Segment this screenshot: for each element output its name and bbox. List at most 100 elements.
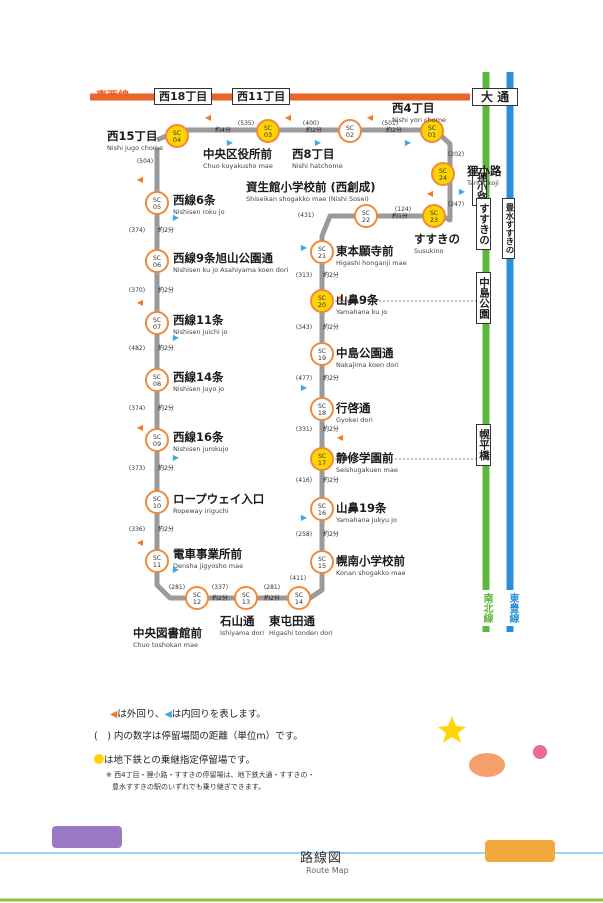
direction-arrow-icon: ◀ <box>137 298 144 307</box>
station-code: 14 <box>295 598 303 606</box>
station-marker <box>354 204 378 228</box>
station-code: 19 <box>318 354 326 362</box>
travel-time-label: 約2分 <box>158 404 174 412</box>
station-code: SC <box>153 374 161 381</box>
station-code: 21 <box>318 252 326 260</box>
distance-label: (124) <box>395 206 411 213</box>
direction-arrow-icon: ▶ <box>301 243 308 252</box>
station-marker <box>234 586 258 610</box>
station-romaji: Nishi hatchome <box>292 161 343 170</box>
distance-label: (313) <box>296 272 312 279</box>
susukino-namboku-box: すすきの <box>476 198 492 250</box>
distance-label: (337) <box>212 584 228 591</box>
station-romaji: Nishi jugo chome <box>107 143 164 152</box>
station-code: 09 <box>153 440 161 448</box>
station-romaji: Gyokei dori <box>336 415 373 424</box>
station-name: 山鼻19条 <box>336 501 387 515</box>
station-code: SC <box>346 125 354 132</box>
travel-time-label: 約4分 <box>215 126 231 134</box>
direction-arrow-icon: ◀ <box>137 175 144 184</box>
station-name: 幌南小学校前 <box>336 554 405 568</box>
station-marker <box>145 490 169 514</box>
station-romaji: Higashi honganji mae <box>336 258 407 267</box>
distance-label: (431) <box>298 212 314 219</box>
station-name: 中央区役所前 <box>203 147 272 161</box>
legend-transfer: は地下鉄との乗継指定停留場です。 <box>94 752 255 766</box>
station-marker <box>310 240 334 264</box>
station-romaji: Seishugakuen mae <box>336 465 398 474</box>
station-name: 西線11条 <box>173 313 224 327</box>
station-marker <box>287 586 311 610</box>
distance-label: (373) <box>129 465 145 472</box>
station-romaji: Nishi yon chome <box>392 115 447 124</box>
station-code: 18 <box>318 409 326 417</box>
direction-arrow-icon: ▶ <box>227 138 234 147</box>
station-code: 08 <box>153 380 161 388</box>
station-code: 24 <box>439 174 447 182</box>
station-name: ロープウェイ入口 <box>173 492 265 506</box>
station-code: 15 <box>318 562 326 570</box>
station-code: SC <box>318 556 326 563</box>
station-name: 西線16条 <box>173 430 224 444</box>
distance-label: (336) <box>129 526 145 533</box>
distance-label: (343) <box>296 324 312 331</box>
station-name: 東本願寺前 <box>336 244 394 258</box>
legend-outer: ◀は外回り、◀は内回りを表します。 <box>110 709 266 720</box>
distance-label: (281) <box>169 584 185 591</box>
station-marker <box>145 549 169 573</box>
station-name: すすきの <box>414 232 460 246</box>
station-marker <box>310 497 334 521</box>
station-marker <box>422 204 446 228</box>
direction-arrow-icon: ◀ <box>337 553 344 562</box>
direction-arrow-icon: ◀ <box>137 423 144 432</box>
station-romaji: Shiseikan shogakko mae (Nishi Sosei) <box>246 194 369 203</box>
transfer-dot-icon <box>94 754 104 764</box>
direction-arrow-icon: ▶ <box>301 383 308 392</box>
station-marker <box>165 124 189 148</box>
station-name: 西線9条旭山公園通 <box>173 251 274 265</box>
station-romaji: Tanukikoji <box>467 178 499 187</box>
station-code: SC <box>173 130 181 137</box>
direction-arrow-icon: ▶ <box>173 453 180 462</box>
station-marker <box>145 191 169 215</box>
station-romaji: Higashi tonden dori <box>269 628 333 637</box>
station-romaji: Nishisen ku jo Asahiyama koen dori <box>173 265 289 274</box>
travel-time-label: 約2分 <box>386 126 402 134</box>
distance-label: (501) <box>382 120 398 127</box>
station-code: SC <box>153 317 161 324</box>
station-marker <box>145 311 169 335</box>
direction-arrow-icon: ▶ <box>173 565 180 574</box>
station-marker <box>310 447 334 471</box>
travel-time-label: 約2分 <box>158 226 174 234</box>
station-name: 西15丁目 <box>107 129 158 143</box>
distance-label: (370) <box>129 287 145 294</box>
tozai-line-label: 東西線 <box>96 89 129 102</box>
travel-time-label: 約2分 <box>158 344 174 352</box>
station-code: 13 <box>242 598 250 606</box>
station-name: 西線14条 <box>173 370 224 384</box>
distance-label: (535) <box>238 120 254 127</box>
station-code: 12 <box>193 598 201 606</box>
station-name: 西8丁目 <box>292 147 335 161</box>
station-name: 中島公園通 <box>336 346 394 360</box>
station-name: 行啓通 <box>336 401 371 415</box>
distance-label: (247) <box>448 201 464 208</box>
distance-label: (202) <box>448 151 464 158</box>
station-marker <box>310 550 334 574</box>
station-romaji: Densha jigyosho mae <box>173 561 244 570</box>
station-name: 石山通 <box>220 614 255 628</box>
station-code: SC <box>428 125 436 132</box>
station-code: SC <box>318 348 326 355</box>
